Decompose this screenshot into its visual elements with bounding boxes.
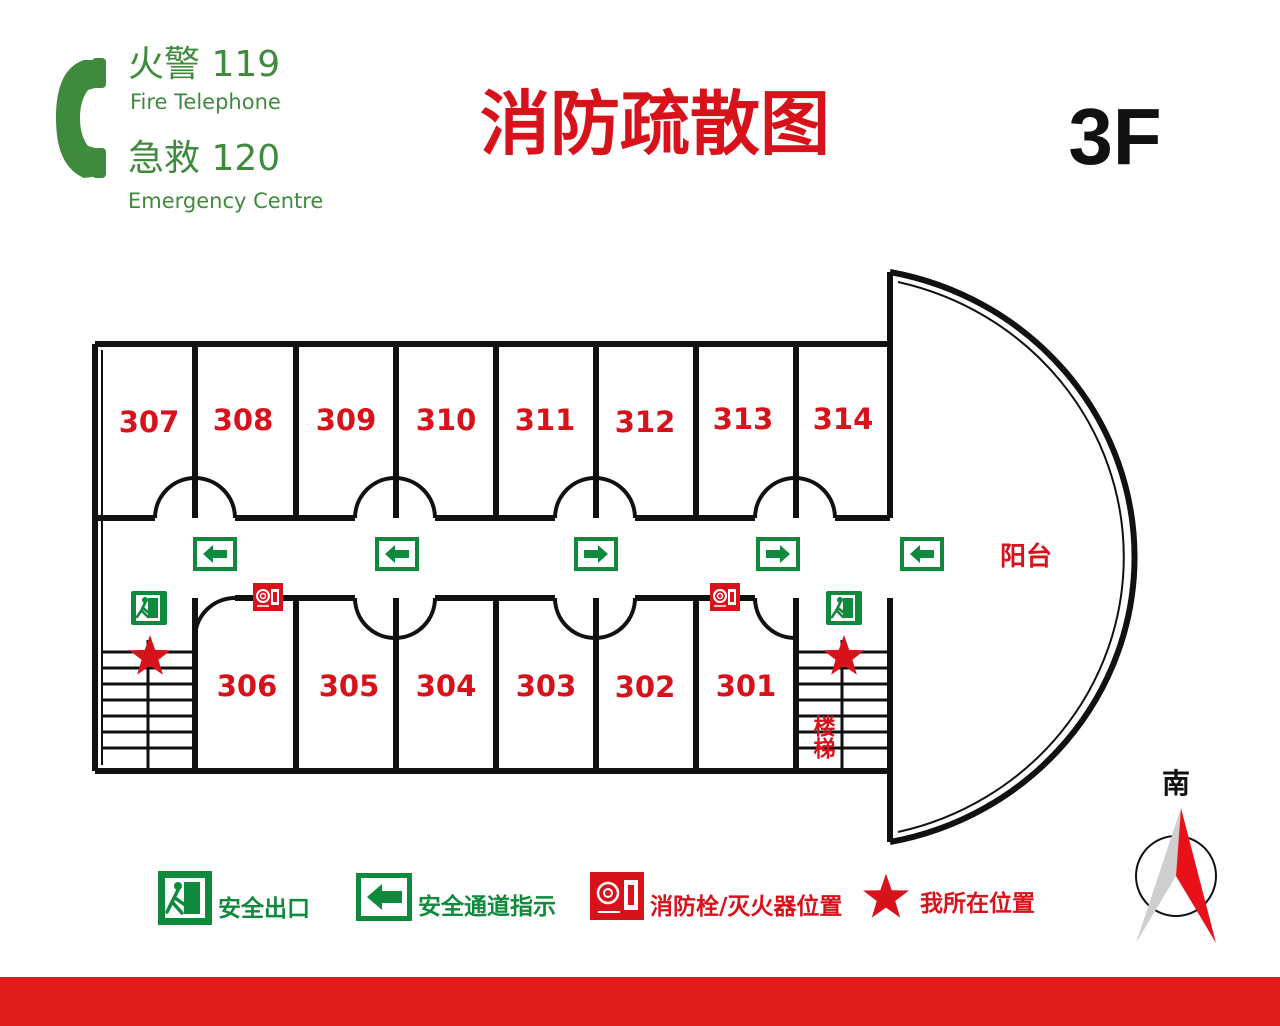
arrow-left-icon [193, 537, 237, 571]
balcony-outline [889, 269, 1138, 845]
floor-plan [92, 269, 1138, 845]
room-label: 302 [615, 670, 676, 704]
phone-icon [56, 58, 106, 178]
floor-label: 3F [1068, 92, 1161, 181]
legend-exit-label: 安全出口 [218, 895, 310, 922]
arrow-left-icon [375, 537, 419, 571]
room-label: 304 [416, 669, 477, 703]
exit-icon [824, 589, 864, 627]
room-label: 306 [217, 669, 278, 703]
legend-star-icon [863, 873, 909, 918]
arrow-right-icon [756, 537, 800, 571]
room-label: 310 [416, 403, 477, 437]
room-label: 301 [716, 669, 777, 703]
rooms-south: 306 305 304 303 302 301 [217, 669, 777, 704]
fire-phone-sub: Fire Telephone [130, 90, 281, 114]
room-label: 314 [813, 402, 874, 436]
room-label: 312 [615, 405, 676, 439]
rooms-north: 307 308 309 310 311 312 313 314 [119, 402, 874, 439]
compass-label: 南 [1162, 767, 1190, 800]
room-label: 313 [713, 402, 774, 436]
room-label: 307 [119, 405, 180, 439]
stair-label: 楼梯 [810, 715, 836, 759]
emergency-phone-sub: Emergency Centre [128, 189, 323, 213]
room-label: 311 [515, 403, 576, 437]
room-label: 309 [316, 403, 377, 437]
fire-phone-label: 火警 119 [128, 44, 280, 85]
emergency-phone-label: 急救 120 [128, 138, 280, 179]
legend-here-label: 我所在位置 [920, 890, 1035, 917]
north-walls [95, 344, 890, 521]
legend-hydrant-icon [590, 872, 644, 920]
legend-hydrant-label: 消防栓/灭火器位置 [650, 893, 842, 920]
page-title: 消防疏散图 [480, 83, 830, 165]
hydrant-icon [709, 582, 741, 612]
exit-icon [129, 589, 169, 627]
legend-arrow-icon [356, 873, 412, 921]
south-walls [192, 595, 799, 771]
room-label: 303 [516, 669, 577, 703]
compass-needle-icon [1136, 808, 1181, 943]
arrow-left-icon [900, 537, 944, 571]
balcony-label: 阳台 [1000, 541, 1052, 572]
legend-exit-icon [158, 871, 212, 925]
footer-band [0, 977, 1280, 1026]
hydrant-icon [252, 582, 284, 612]
compass: 南 [1135, 767, 1217, 943]
legend: 安全出口 安全通道指示 消防栓/灭火器位置 我所在位置 [158, 871, 1035, 925]
legend-passage-label: 安全通道指示 [418, 893, 556, 920]
room-label: 308 [213, 403, 274, 437]
arrow-right-icon [574, 537, 618, 571]
room-label: 305 [319, 669, 380, 703]
